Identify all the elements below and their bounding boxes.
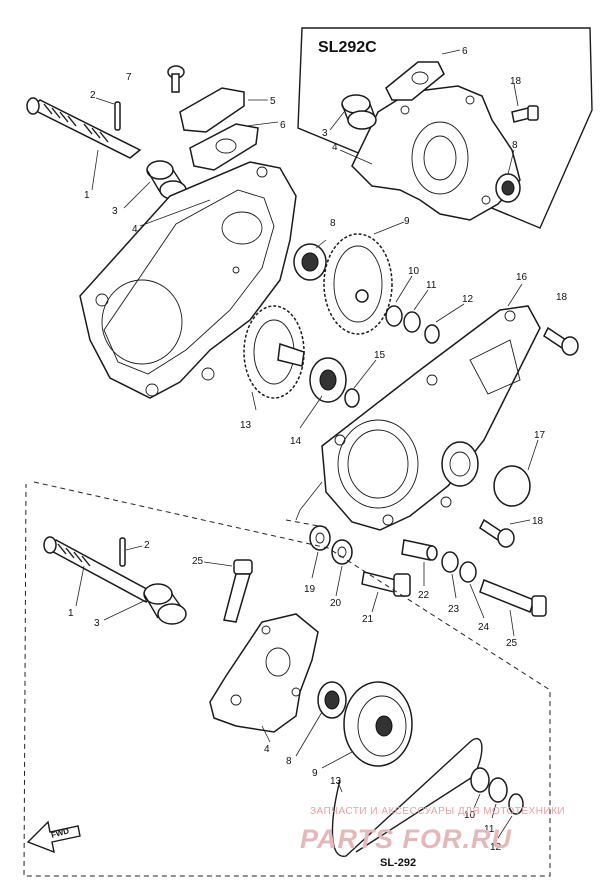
callout-15: 15 — [374, 350, 386, 361]
callout-4: 4 — [132, 224, 138, 235]
bolt-18-lower — [479, 518, 515, 548]
callout-16-top: 16 — [516, 272, 528, 283]
clip-12 — [424, 324, 440, 344]
fastener-row: 19 20 21 22 23 24 25 — [285, 519, 547, 649]
watermark: ЗАПЧАСТИ И АКСЕССУАРЫ ДЛЯ МОТОТЕХНИКИ PA… — [300, 806, 565, 854]
callout-12: 12 — [462, 294, 474, 305]
fwd-arrow-icon: FWD — [26, 820, 81, 854]
bolt-21 — [361, 571, 411, 597]
callout-11: 11 — [426, 280, 437, 291]
lower-washer-10 — [470, 767, 490, 793]
cover-16 — [321, 305, 541, 531]
callout-23: 23 — [448, 604, 460, 615]
lower-callout-12: 12 — [490, 842, 502, 853]
fwd-label: FWD — [50, 826, 70, 840]
inset-callout-6: 6 — [462, 46, 468, 57]
callout-8: 8 — [330, 218, 336, 229]
callout-24: 24 — [478, 622, 490, 633]
gasket-6 — [189, 123, 259, 171]
callout-25-right: 25 — [506, 638, 518, 649]
lower-callout-3: 3 — [94, 618, 100, 629]
lower-bearing-8 — [317, 681, 347, 719]
pin-2 — [114, 101, 121, 131]
collar-22 — [401, 539, 438, 561]
watermark-tagline: ЗАПЧАСТИ И АКСЕССУАРЫ ДЛЯ МОТОТЕХНИКИ — [310, 806, 565, 817]
washer-10 — [385, 305, 403, 327]
callout-22: 22 — [418, 590, 430, 601]
callout-18-top: 18 — [556, 292, 568, 303]
callout-3: 3 — [112, 206, 118, 217]
lower-callout-9: 9 — [312, 768, 318, 779]
lower-sl292-box: 2 1 3 25 4 8 9 13 10 11 12 SL-292 — [23, 481, 551, 877]
callout-9: 9 — [404, 216, 410, 227]
inset-title: SL292C — [318, 39, 377, 56]
upper-assembly: 2 1 3 4 7 5 6 8 9 10 11 12 13 14 15 16 1… — [26, 65, 579, 548]
washer-20 — [331, 539, 353, 565]
lower-callout-2: 2 — [144, 540, 150, 551]
lower-callout-8: 8 — [286, 756, 292, 767]
callout-20: 20 — [330, 598, 342, 609]
callout-17: 17 — [534, 430, 546, 441]
lower-bracket-4 — [209, 613, 319, 733]
bearing-14 — [309, 357, 347, 403]
lower-pin-2 — [119, 537, 126, 567]
circlip-15 — [344, 388, 360, 408]
worm-shaft-1 — [26, 97, 142, 159]
inset-callout-3: 3 — [322, 128, 328, 139]
lower-washer-11 — [488, 777, 508, 803]
lower-pulley-9 — [343, 681, 413, 767]
lower-callout-11: 11 — [484, 824, 495, 835]
washer-11 — [403, 311, 421, 333]
washer-23 — [441, 551, 459, 573]
snap-ring-17 — [493, 465, 531, 507]
callout-6: 6 — [280, 120, 286, 131]
gear-9 — [323, 233, 393, 335]
callout-7: 7 — [126, 72, 132, 83]
lower-callout-25: 25 — [192, 556, 204, 567]
inset-callout-18: 18 — [510, 76, 522, 87]
screw-7 — [167, 65, 185, 93]
callout-14: 14 — [290, 436, 302, 447]
callout-13: 13 — [240, 420, 252, 431]
callout-21: 21 — [362, 614, 374, 625]
lower-belt-13 — [331, 737, 483, 857]
inset-callout-8: 8 — [512, 140, 518, 151]
callout-2: 2 — [90, 90, 96, 101]
cover-plate-5 — [179, 87, 245, 133]
gear-13 — [243, 305, 305, 399]
inset-callout-4: 4 — [332, 142, 338, 153]
lower-model-label: SL-292 — [380, 857, 416, 869]
lower-callout-10: 10 — [464, 810, 476, 821]
callout-19: 19 — [304, 584, 316, 595]
washer-24 — [459, 561, 477, 583]
bolt-18-top — [543, 326, 579, 356]
inset-sl292c: SL292C 6 3 4 18 8 — [297, 27, 593, 229]
lower-callout-4: 4 — [264, 744, 270, 755]
watermark-brand: PARTS FOR.RU — [300, 824, 513, 854]
lower-callout-13: 13 — [330, 776, 342, 787]
housing-4 — [79, 161, 297, 399]
bolt-25-right — [479, 579, 547, 617]
callout-10: 10 — [408, 266, 420, 277]
lower-clip-12 — [508, 793, 524, 815]
lower-callout-1: 1 — [68, 608, 74, 619]
bearing-8 — [293, 243, 327, 281]
lower-bushing-3 — [143, 583, 187, 625]
callout-5: 5 — [270, 96, 276, 107]
callout-1: 1 — [84, 190, 90, 201]
lower-bolt-25 — [223, 559, 253, 623]
washer-19 — [309, 525, 331, 551]
callout-18-lower: 18 — [532, 516, 544, 527]
